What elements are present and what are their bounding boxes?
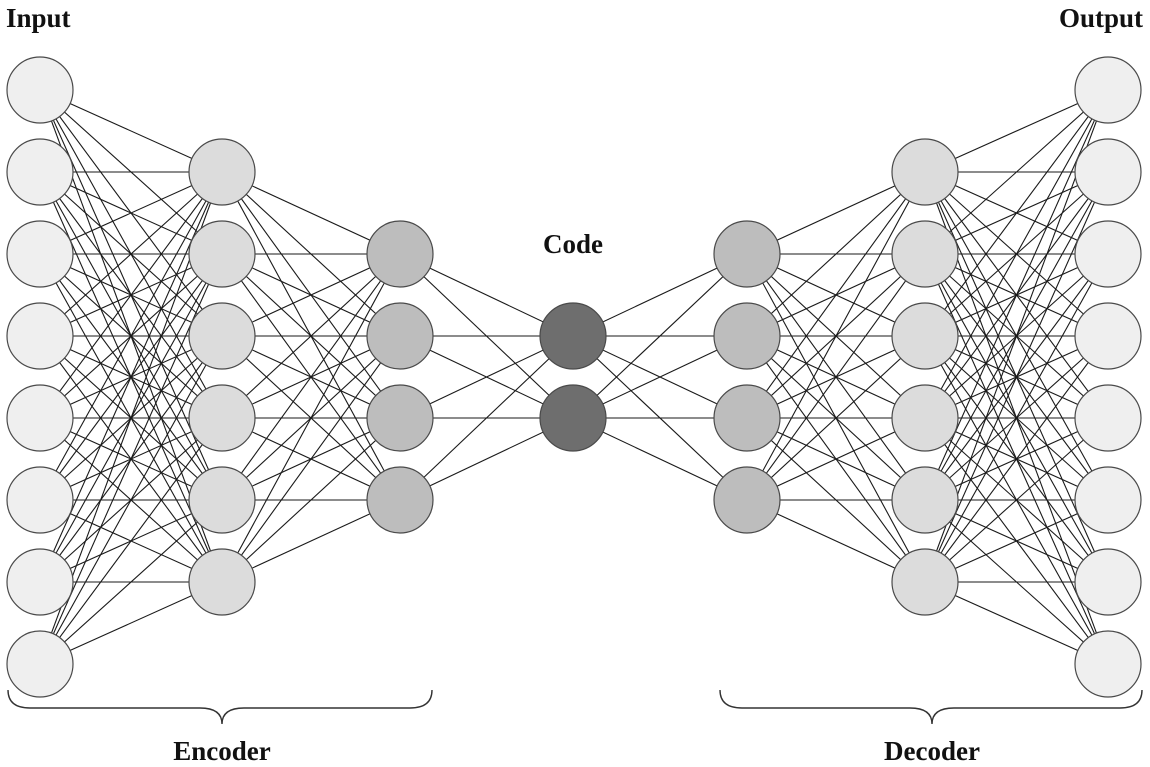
connection-input-4-to-encoder-hidden-1-0 <box>39 171 223 419</box>
code-node-1 <box>539 302 607 370</box>
connection-decoder-hidden-1-2-to-decoder-hidden-2-0 <box>746 171 926 419</box>
encoder-hidden-2-node-4 <box>366 466 434 534</box>
input-node-8 <box>6 630 74 698</box>
encoder-hidden-2-node-2 <box>366 302 434 370</box>
output-node-5 <box>1074 384 1142 452</box>
encoder-hidden-1-node-3 <box>188 302 256 370</box>
connection-decoder-hidden-2-2-to-output-0 <box>924 89 1109 337</box>
decoder-hidden-2-node-3 <box>891 302 959 370</box>
decoder-hidden-1-node-4 <box>713 466 781 534</box>
encoder-hidden-2-node-3 <box>366 384 434 452</box>
connection-decoder-hidden-2-5-to-output-4 <box>924 417 1109 583</box>
code-node-2 <box>539 384 607 452</box>
decoder-hidden-2-node-6 <box>891 548 959 616</box>
connection-encoder-hidden-1-5-to-encoder-hidden-2-1 <box>221 335 401 583</box>
connection-decoder-hidden-1-3-to-decoder-hidden-2-0 <box>746 171 926 501</box>
connection-decoder-hidden-2-5-to-output-2 <box>924 253 1109 583</box>
decoder-hidden-2-node-1 <box>891 138 959 206</box>
output-node-6 <box>1074 466 1142 534</box>
connection-decoder-hidden-1-1-to-decoder-hidden-2-0 <box>746 171 926 337</box>
connection-decoder-hidden-2-4-to-output-0 <box>924 89 1109 501</box>
input-node-5 <box>6 384 74 452</box>
output-node-7 <box>1074 548 1142 616</box>
encoder-hidden-1-node-2 <box>188 220 256 288</box>
code-label: Code <box>543 229 603 259</box>
connection-input-7-to-encoder-hidden-1-2 <box>39 335 223 665</box>
connection-encoder-hidden-1-4-to-encoder-hidden-2-0 <box>221 253 401 501</box>
encoder-brace <box>7 689 433 725</box>
decoder-hidden-2-node-4 <box>891 384 959 452</box>
connection-input-3-to-encoder-hidden-1-0 <box>39 171 223 337</box>
output-node-2 <box>1074 138 1142 206</box>
input-node-6 <box>6 466 74 534</box>
connection-encoder-hidden-1-5-to-encoder-hidden-2-2 <box>221 417 401 583</box>
neurons <box>6 56 1142 698</box>
output-label: Output <box>1059 3 1143 33</box>
connection-decoder-hidden-2-5-to-output-3 <box>924 335 1109 583</box>
connection-decoder-hidden-1-3-to-decoder-hidden-2-1 <box>746 253 926 501</box>
decoder-label: Decoder <box>884 736 980 766</box>
output-node-4 <box>1074 302 1142 370</box>
input-node-4 <box>6 302 74 370</box>
connection-decoder-hidden-2-1-to-output-0 <box>924 89 1109 255</box>
encoder-hidden-2-node-1 <box>366 220 434 288</box>
output-node-1 <box>1074 56 1142 124</box>
connection-input-7-to-encoder-hidden-1-3 <box>39 417 223 665</box>
connection-encoder-hidden-1-3-to-encoder-hidden-2-0 <box>221 253 401 419</box>
decoder-brace <box>719 689 1143 725</box>
input-node-2 <box>6 138 74 206</box>
encoder-hidden-1-node-5 <box>188 466 256 534</box>
output-node-8 <box>1074 630 1142 698</box>
decoder-hidden-1-node-2 <box>713 302 781 370</box>
output-node-3 <box>1074 220 1142 288</box>
input-node-7 <box>6 548 74 616</box>
decoder-hidden-1-node-3 <box>713 384 781 452</box>
connection-decoder-hidden-1-3-to-decoder-hidden-2-2 <box>746 335 926 501</box>
decoder-hidden-2-node-5 <box>891 466 959 534</box>
encoder-hidden-1-node-6 <box>188 548 256 616</box>
decoder-hidden-2-node-2 <box>891 220 959 288</box>
input-node-3 <box>6 220 74 288</box>
connection-input-7-to-encoder-hidden-1-1 <box>39 253 223 665</box>
encoder-hidden-1-node-4 <box>188 384 256 452</box>
decoder-hidden-1-node-1 <box>713 220 781 288</box>
connection-input-5-to-encoder-hidden-1-0 <box>39 171 223 501</box>
connection-encoder-hidden-2-3-to-code-0 <box>399 335 574 501</box>
connection-encoder-hidden-1-5-to-encoder-hidden-2-0 <box>221 253 401 583</box>
connection-decoder-hidden-2-3-to-output-0 <box>924 89 1109 419</box>
input-node-1 <box>6 56 74 124</box>
connection-input-7-to-encoder-hidden-1-4 <box>39 499 223 665</box>
encoder-label: Encoder <box>173 736 271 766</box>
connection-code-1-to-decoder-hidden-1-0 <box>572 253 748 419</box>
input-label: Input <box>6 3 71 33</box>
encoder-hidden-1-node-1 <box>188 138 256 206</box>
